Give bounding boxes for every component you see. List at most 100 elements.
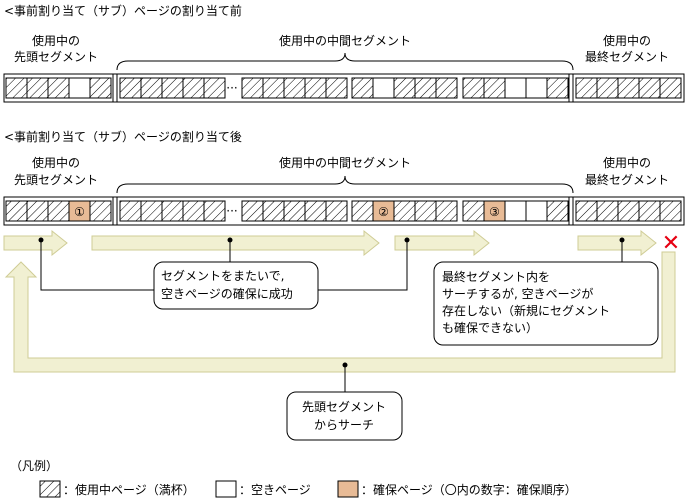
after-used-page [435, 200, 458, 222]
after-used-page [161, 200, 184, 222]
callout-last-line-1: 最終セグメント内を [442, 269, 550, 284]
callout-last-line-4: も確保できない） [442, 320, 538, 335]
legend-free-label: ：空きページ [239, 483, 311, 497]
after-used-page [26, 200, 49, 222]
before-middle-brace [116, 52, 574, 71]
before-free-page [504, 77, 527, 99]
after-used-page [119, 200, 142, 222]
legend-reserved-swatch [337, 480, 359, 498]
before-free-page [68, 77, 91, 99]
after-used-page [414, 200, 437, 222]
callout-across-line-1: セグメントをまたいで, [161, 269, 284, 283]
before-used-page [617, 77, 640, 99]
search-failed-icon: ✕ [662, 231, 680, 256]
after-used-page [283, 200, 306, 222]
after-heading: <事前割り当て（サブ）ページの割り当て後 [4, 129, 242, 144]
before-heading: <事前割り当て（サブ）ページの割り当て前 [4, 3, 242, 18]
after-last-label-2: 最終セグメント [585, 172, 669, 187]
before-middle-label: 使用中の中間セグメント [279, 33, 411, 48]
after-used-page [262, 200, 285, 222]
after-used-page [546, 200, 569, 222]
callout-connectors [40, 240, 623, 392]
before-used-page [325, 77, 348, 99]
after-first-label-1: 使用中の [32, 155, 80, 170]
callout-last-line-3: 存在しない（新規にセグメント [442, 303, 610, 318]
reserve-order-marker: ② [378, 205, 389, 219]
connector-dots [38, 237, 625, 368]
restart-return-arrow [4, 251, 676, 373]
after-used-page [5, 200, 28, 222]
legend-reserved-label: ：確保ページ（〇内の数字：確保順序） [361, 482, 577, 497]
after-used-page [638, 200, 661, 222]
after-middle-label: 使用中の中間セグメント [279, 155, 411, 170]
before-free-page [525, 77, 548, 99]
search-arrow-1 [3, 229, 68, 257]
before-used-page [89, 77, 112, 99]
before-used-page [182, 77, 205, 99]
legend-used-swatch [39, 480, 61, 498]
before-used-page [203, 77, 226, 99]
before-last-label-1: 使用中の [603, 33, 651, 48]
before-used-page [435, 77, 458, 99]
after-used-page [659, 200, 682, 222]
after-free-page [504, 200, 527, 222]
after-free-page [525, 200, 548, 222]
legend: （凡例） ：使用中ページ（満杯） ：空きページ ：確保ページ（〇内の数字：確保順… [10, 459, 577, 498]
search-arrow-4 [577, 229, 657, 257]
reserve-order-marker: ① [74, 205, 85, 219]
before-used-page [119, 77, 142, 99]
reserve-order-marker: ③ [489, 205, 500, 219]
callout-across-line-2: 空きページの確保に成功 [161, 286, 293, 301]
after-used-page [89, 200, 112, 222]
before-used-page [304, 77, 327, 99]
after-used-page [182, 200, 205, 222]
after-segment-row: ··· ① ② ③ [3, 196, 685, 226]
before-used-page [161, 77, 184, 99]
after-used-page [325, 200, 348, 222]
before-used-page [483, 77, 506, 99]
after-used-page [596, 200, 619, 222]
before-used-page [262, 77, 285, 99]
before-used-page [462, 77, 485, 99]
before-used-page [140, 77, 163, 99]
after-used-page [575, 200, 598, 222]
before-free-page [372, 77, 395, 99]
after-used-page [393, 200, 416, 222]
before-used-page [26, 77, 49, 99]
before-first-label-1: 使用中の [32, 33, 80, 48]
before-used-page [393, 77, 416, 99]
after-used-page [304, 200, 327, 222]
before-last-label-2: 最終セグメント [585, 49, 669, 64]
before-used-page [47, 77, 70, 99]
legend-used-label: ：使用中ページ（満杯） [63, 482, 195, 497]
after-last-label-1: 使用中の [603, 155, 651, 170]
before-segment-row: ··· [3, 73, 685, 103]
after-ellipsis: ··· [226, 204, 237, 218]
callout-across-segments: セグメントをまたいで, 空きページの確保に成功 [153, 261, 319, 310]
legend-title: （凡例） [10, 459, 58, 473]
after-middle-brace [116, 175, 574, 194]
before-used-page [283, 77, 306, 99]
legend-free-swatch [215, 480, 237, 498]
before-used-page [546, 77, 569, 99]
search-arrows [3, 229, 676, 373]
after-used-page [351, 200, 374, 222]
callout-restart-line-1: 先頭セグメント [302, 400, 386, 414]
callout-last-line-2: サーチするが, 空きページが [442, 286, 593, 301]
before-used-page [5, 77, 28, 99]
after-used-page [462, 200, 485, 222]
after-used-page [617, 200, 640, 222]
after-used-page [241, 200, 264, 222]
after-used-page [47, 200, 70, 222]
callout-restart-line-2: からサーチ [314, 418, 374, 432]
after-used-page [140, 200, 163, 222]
after-first-label-2: 先頭セグメント [14, 173, 98, 187]
before-used-page [638, 77, 661, 99]
search-arrow-3 [394, 229, 490, 257]
search-arrow-2 [91, 229, 380, 257]
callout-restart: 先頭セグメント からサーチ [286, 391, 403, 441]
before-used-page [575, 77, 598, 99]
callout-last-segment: 最終セグメント内を サーチするが, 空きページが 存在しない（新規にセグメント … [433, 261, 659, 346]
before-used-page [241, 77, 264, 99]
before-used-page [414, 77, 437, 99]
